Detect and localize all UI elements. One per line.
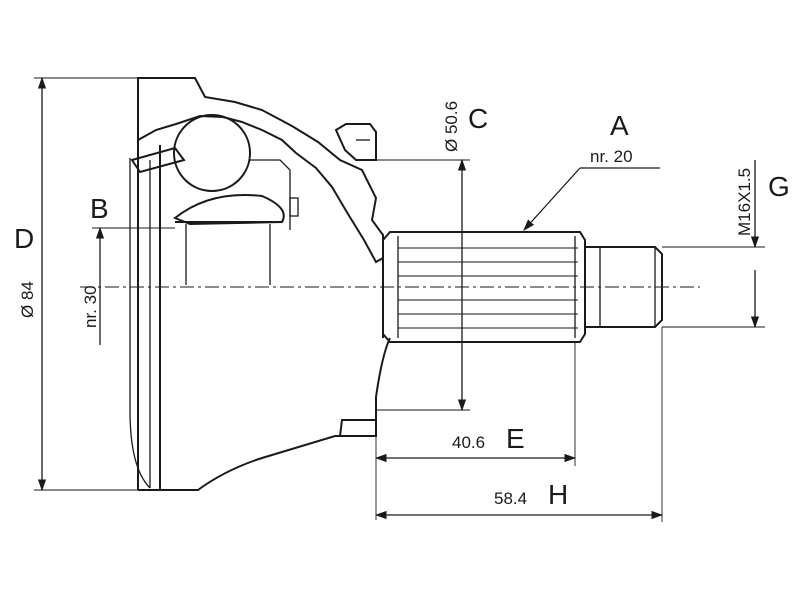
housing-section-hatch [137, 77, 384, 264]
outer-diameter-text: Ø 84 [18, 281, 37, 318]
seal-diameter-text: Ø 50.6 [442, 101, 461, 152]
rim-left-edge [129, 158, 151, 489]
spline-body [382, 231, 586, 343]
dim-abs-teeth: B nr. 30 [81, 193, 175, 345]
dim-seal-diameter: C Ø 50.6 [376, 101, 488, 412]
label-E: E [506, 423, 525, 454]
circlip [289, 197, 299, 217]
label-C: C [468, 103, 488, 134]
leader-spline-teeth: A nr. 20 [523, 110, 660, 231]
thread-text: M16X1.5 [735, 168, 754, 236]
spline-length-text: 40.6 [452, 433, 485, 452]
label-A: A [610, 110, 629, 141]
dim-outer-diameter: D Ø 84 [14, 76, 138, 492]
label-H: H [548, 479, 568, 510]
label-B: B [90, 193, 109, 224]
dim-spline-length: 40.6 E [374, 342, 577, 520]
seal-collar [334, 123, 377, 161]
inner-race-section [173, 193, 285, 226]
label-D: D [14, 223, 34, 254]
total-length-text: 58.4 [494, 489, 527, 508]
spline-teeth-text: nr. 20 [590, 147, 633, 166]
dim-thread: G M16X1.5 [662, 160, 790, 329]
stub-shaft [382, 231, 663, 343]
joint-housing [129, 77, 391, 491]
abs-teeth-text: nr. 30 [81, 285, 100, 328]
spline-teeth [397, 236, 578, 338]
dim-total-length: 58.4 H [374, 327, 664, 522]
cage-top [130, 146, 186, 174]
label-G: G [768, 171, 790, 202]
flange-lower [340, 420, 377, 437]
ball [173, 114, 251, 192]
inner-race [173, 114, 299, 285]
